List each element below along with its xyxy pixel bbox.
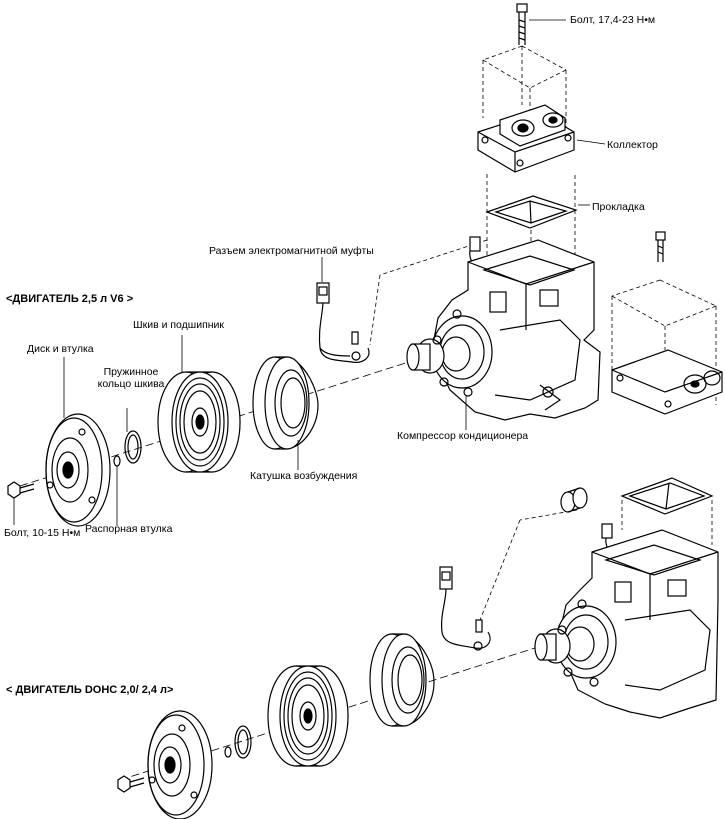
top-bolt-icon: [516, 3, 528, 45]
top-disc-icon: [45, 413, 111, 527]
header-engine-dohc: < ДВИГАТЕЛЬ DOHC 2,0/ 2,4 л>: [6, 684, 174, 696]
top-coil-icon: [252, 356, 319, 450]
label-gasket: Прокладка: [592, 201, 645, 213]
label-bolt-bottom: Болт, 10-15 Н•м: [4, 527, 81, 539]
bottom-coil-icon: [369, 633, 435, 727]
bottom-gasket-icon: [620, 477, 714, 515]
bottom-disc-icon: [147, 710, 213, 819]
side-collector-icon: [611, 349, 723, 415]
bottom-pulley-icon: [267, 665, 349, 767]
label-connector: Разъем электромагнитной муфты: [209, 245, 374, 257]
top-pulley-icon: [157, 371, 241, 473]
label-compressor: Компрессор кондиционера: [397, 430, 529, 442]
top-compressor-icon: [406, 239, 601, 421]
header-engine-v6: <ДВИГАТЕЛЬ 2,5 л V6 >: [6, 293, 134, 305]
bottom-connector-icon: [439, 566, 491, 651]
bottom-bolt-icon: [117, 775, 145, 793]
label-collector: Коллектор: [607, 139, 658, 151]
gasket-icon: [485, 195, 578, 229]
bushing-icon: [560, 487, 588, 513]
connector-icon: [316, 282, 370, 363]
bottom-compressor-icon: [534, 529, 719, 719]
label-snap-ring: Пружинное кольцо шкива: [97, 366, 165, 390]
collector-icon: [477, 104, 575, 173]
label-pulley: Шкив и подшипник: [133, 319, 225, 331]
small-bolt-icon: [7, 481, 35, 499]
top-snap-ring-icon: [124, 430, 142, 464]
label-disc: Диск и втулка: [27, 343, 94, 355]
side-bolt-icon: [655, 231, 666, 262]
label-bolt-top: Болт, 17,4-23 Н•м: [570, 14, 656, 26]
label-coil: Катушка возбуждения: [250, 470, 358, 482]
label-spacer: Распорная втулка: [85, 523, 173, 535]
